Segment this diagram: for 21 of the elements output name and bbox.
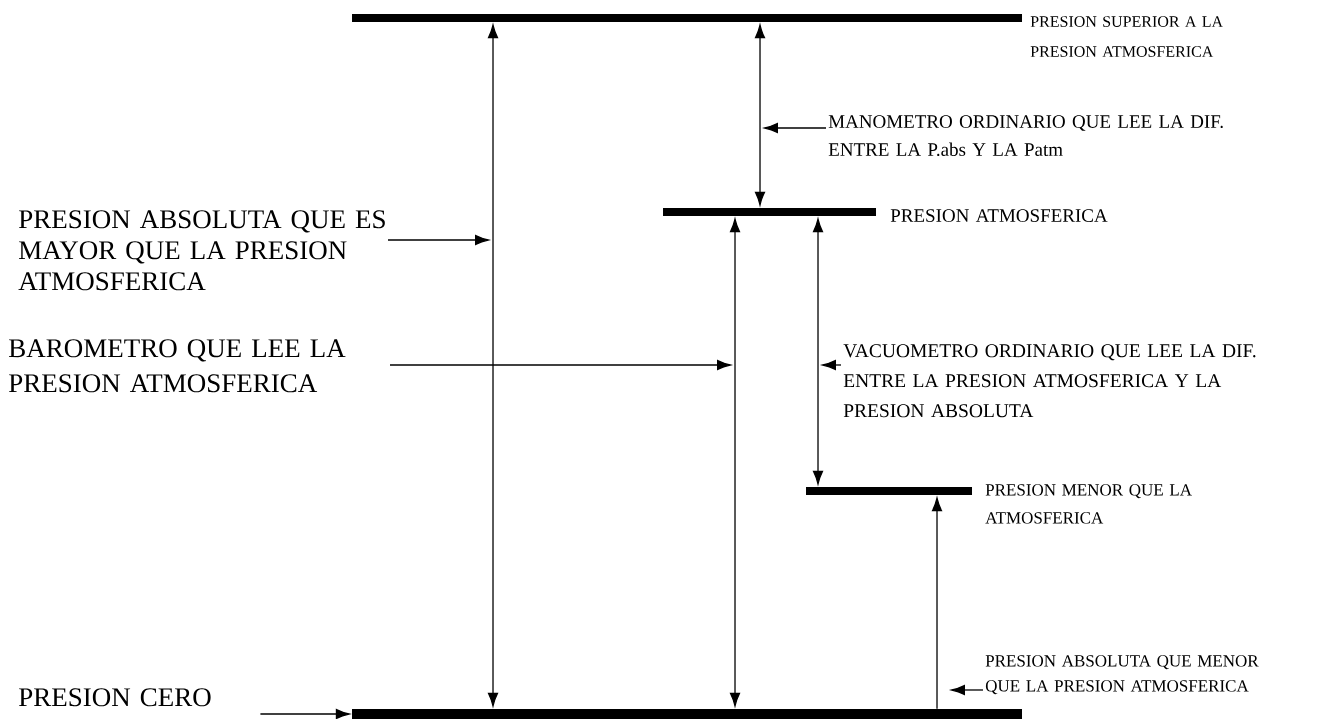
double-arrow	[754, 24, 766, 206]
arrow	[931, 497, 943, 710]
level-label: PRESION SUPERIOR A LA PRESION ATMOSFERICA	[1030, 16, 1223, 57]
level-label: PRESION MENOR QUE LA ATMOSFERICA	[985, 484, 1192, 524]
level-bar	[352, 709, 1022, 719]
callout-text: BAROMETRO QUE LEE LA PRESION ATMOSFERICA	[9, 339, 346, 393]
leader-arrow	[387, 234, 489, 246]
double-arrow	[487, 24, 499, 707]
callout-text: VACUOMETRO ORDINARIO QUE LEE LA DIF. ENTRE LA PRESION ATMOSFERICA Y LA PRESION ABSOLUTA	[843, 344, 1256, 418]
callout-text: MANOMETRO ORDINARIO QUE LEE LA DIF. ENTRE LA P.abs Y LA Patm	[828, 115, 1223, 157]
leader-arrow	[764, 122, 827, 134]
leader-arrow	[259, 708, 350, 719]
leader-arrow	[951, 684, 984, 696]
double-arrow	[729, 218, 741, 707]
level-label: PRESION ATMOSFERICA	[890, 209, 1108, 222]
callout-text: PRESION CERO	[19, 688, 211, 707]
callout-text: PRESION ABSOLUTA QUE MENOR QUE LA PRESION ATMOSFERICA	[985, 655, 1259, 695]
leader-arrow	[389, 359, 731, 371]
callout-text: PRESION ABSOLUTA QUE ES MAYOR QUE LA PRESION ATMOSFERICA	[18, 210, 385, 291]
double-arrow	[812, 218, 824, 485]
leader-arrow	[822, 359, 842, 371]
